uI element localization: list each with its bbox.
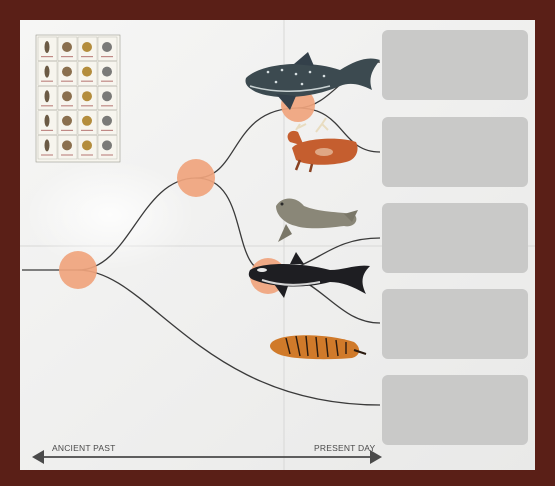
answer-slot-2[interactable]	[382, 117, 528, 187]
reference-card-caption-mark	[81, 81, 93, 82]
timeline-right-label: PRESENT DAY	[314, 443, 376, 453]
reference-card-illustration	[102, 140, 112, 150]
reference-card-caption-mark	[41, 130, 53, 131]
reference-card-caption-mark	[101, 154, 113, 155]
reference-card-illustration	[62, 140, 72, 150]
reference-card-caption-mark	[61, 105, 73, 106]
reference-card-caption-mark	[101, 56, 113, 57]
glare	[25, 160, 195, 270]
reference-card-illustration	[62, 67, 72, 77]
reference-card	[36, 35, 120, 162]
reference-card-illustration	[82, 140, 92, 150]
reference-card-caption-mark	[61, 130, 73, 131]
reference-card-illustration	[45, 115, 50, 127]
reference-card-caption-mark	[81, 105, 93, 106]
reference-card-caption-mark	[101, 81, 113, 82]
reference-card-illustration	[82, 67, 92, 77]
reference-card-illustration	[45, 139, 50, 151]
reference-card-caption-mark	[41, 56, 53, 57]
reference-card-illustration	[82, 116, 92, 126]
timeline-left-label: ANCIENT PAST	[52, 443, 116, 453]
reference-card-illustration	[82, 42, 92, 52]
reference-card-caption-mark	[41, 81, 53, 82]
answer-slot-4[interactable]	[382, 289, 528, 359]
reference-card-illustration	[62, 116, 72, 126]
reference-card-caption-mark	[61, 154, 73, 155]
reference-card-illustration	[82, 91, 92, 101]
reference-card-caption-mark	[41, 105, 53, 106]
reference-card-caption-mark	[61, 81, 73, 82]
reference-card-illustration	[45, 41, 50, 53]
node-root	[59, 251, 97, 289]
reference-card-caption-mark	[101, 130, 113, 131]
answer-slot-5[interactable]	[382, 375, 528, 445]
reference-card-caption-mark	[41, 154, 53, 155]
reference-card-illustration	[102, 42, 112, 52]
answer-slot-3[interactable]	[382, 203, 528, 273]
reference-card-caption-mark	[81, 56, 93, 57]
reference-card-illustration	[45, 90, 50, 102]
reference-card-caption-mark	[81, 130, 93, 131]
answer-slots	[382, 30, 528, 445]
answer-slot-1[interactable]	[382, 30, 528, 100]
reference-card-caption-mark	[61, 56, 73, 57]
reference-card-caption-mark	[101, 105, 113, 106]
reference-card-illustration	[62, 42, 72, 52]
node-upper	[177, 159, 215, 197]
reference-card-illustration	[62, 91, 72, 101]
reference-card-illustration	[102, 91, 112, 101]
reference-card-illustration	[102, 67, 112, 77]
reference-card-caption-mark	[81, 154, 93, 155]
reference-card-illustration	[102, 116, 112, 126]
reference-card-illustration	[45, 66, 50, 78]
